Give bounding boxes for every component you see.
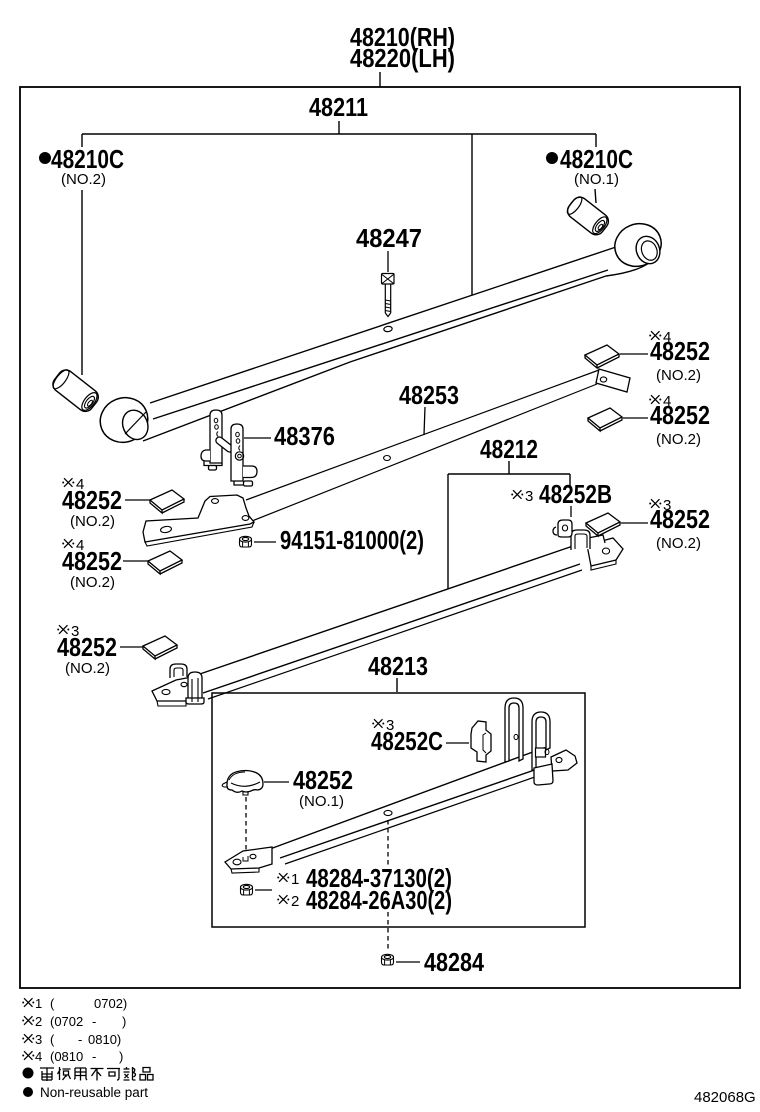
svg-text:48252: 48252	[293, 767, 353, 795]
svg-text:3: 3	[35, 1032, 42, 1047]
svg-text:3: 3	[663, 497, 671, 514]
svg-text:48210C: 48210C	[51, 146, 124, 174]
svg-text:-: -	[78, 1032, 82, 1047]
svg-text:2: 2	[291, 893, 299, 910]
svg-text:4: 4	[663, 393, 671, 410]
svg-text:48247: 48247	[356, 225, 422, 253]
svg-text:0702): 0702)	[94, 996, 127, 1011]
svg-text:4: 4	[76, 537, 84, 554]
svg-text:Non-reusable part: Non-reusable part	[40, 1085, 148, 1100]
svg-text:(NO.2): (NO.2)	[656, 431, 701, 448]
svg-text:48252B: 48252B	[539, 481, 612, 509]
svg-text:48212: 48212	[480, 436, 538, 464]
svg-text:4: 4	[76, 476, 84, 493]
svg-text:(0810: (0810	[50, 1049, 83, 1064]
svg-text:48220(LH): 48220(LH)	[350, 45, 455, 73]
svg-text:4: 4	[663, 329, 671, 346]
svg-text:48284-26A30(2): 48284-26A30(2)	[306, 887, 452, 915]
svg-text:0810): 0810)	[88, 1032, 121, 1047]
svg-text:48252: 48252	[62, 548, 122, 576]
svg-text:48252: 48252	[650, 338, 710, 366]
svg-text:(: (	[50, 1032, 55, 1047]
svg-text:(: (	[50, 996, 55, 1011]
svg-text:(NO.2): (NO.2)	[70, 574, 115, 591]
svg-text:2: 2	[35, 1014, 42, 1029]
svg-text:48213: 48213	[368, 653, 428, 681]
svg-text:48252: 48252	[62, 487, 122, 515]
svg-text:(NO.1): (NO.1)	[574, 171, 619, 188]
svg-text:-: -	[92, 1014, 96, 1029]
svg-text:48284-37130(2): 48284-37130(2)	[306, 865, 452, 893]
svg-text:1: 1	[291, 871, 299, 888]
svg-text:48252: 48252	[57, 634, 117, 662]
svg-text:(NO.1): (NO.1)	[299, 793, 344, 810]
svg-text:(NO.2): (NO.2)	[656, 367, 701, 384]
svg-text:(NO.2): (NO.2)	[70, 513, 115, 530]
svg-text:3: 3	[525, 488, 533, 505]
svg-text:): )	[122, 1014, 126, 1029]
svg-text:3: 3	[71, 623, 79, 640]
svg-text:(NO.2): (NO.2)	[61, 171, 106, 188]
svg-text:48252: 48252	[650, 402, 710, 430]
svg-text:3: 3	[386, 717, 394, 734]
svg-text:48376: 48376	[274, 423, 335, 451]
svg-text:48253: 48253	[399, 382, 459, 410]
svg-text:): )	[119, 1049, 123, 1064]
svg-text:(NO.2): (NO.2)	[65, 660, 110, 677]
svg-text:(NO.2): (NO.2)	[656, 535, 701, 552]
svg-text:48210C: 48210C	[560, 146, 633, 174]
svg-text:94151-81000(2): 94151-81000(2)	[280, 527, 424, 555]
svg-text:48252: 48252	[650, 506, 710, 534]
svg-text:48284: 48284	[424, 949, 485, 977]
svg-text:-: -	[92, 1049, 96, 1064]
svg-text:48252C: 48252C	[371, 728, 443, 756]
svg-text:1: 1	[35, 996, 42, 1011]
svg-text:482068G: 482068G	[694, 1089, 756, 1106]
svg-text:48211: 48211	[309, 94, 368, 122]
svg-text:4: 4	[35, 1049, 42, 1064]
svg-text:48210(RH): 48210(RH)	[350, 24, 455, 52]
svg-text:(0702: (0702	[50, 1014, 83, 1029]
